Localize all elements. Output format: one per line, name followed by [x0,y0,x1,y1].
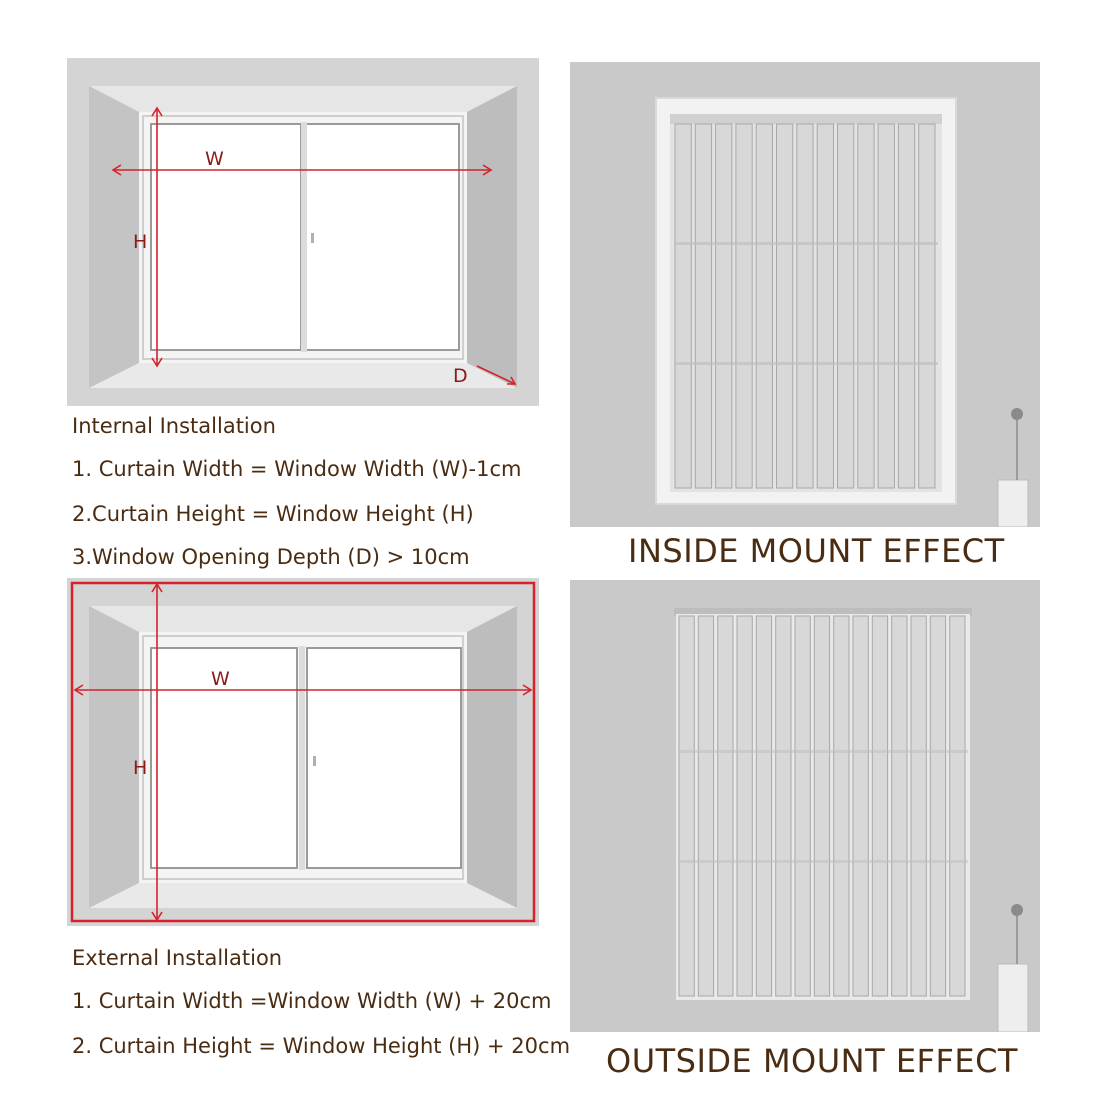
internal-height-label: H [133,231,147,253]
blind-slat [775,615,792,997]
internal-depth-label: D [453,365,468,387]
blind-slat [816,123,834,489]
external-line-1: 1. Curtain Width =Window Width (W) + 20c… [72,989,552,1013]
external-width-label: W [211,668,230,690]
external-line-2: 2. Curtain Height = Window Height (H) + … [72,1034,571,1058]
internal-line-2: 2.Curtain Height = Window Height (H) [72,502,474,526]
blind-slat [776,123,794,489]
outside-mount-photo [570,580,1040,1032]
blind-slat [852,615,869,997]
blind-slat [837,123,855,489]
internal-installation-title: Internal Installation [72,414,276,438]
external-height-label: H [133,757,147,779]
blind-slat [694,123,713,489]
blind-slat [871,615,889,997]
blind-slat [796,123,814,489]
internal-line-3: 3.Window Opening Depth (D) > 10cm [72,545,470,569]
blind-slat [674,123,692,489]
blind-slat [755,615,773,997]
inside-mount-photo [570,62,1040,527]
internal-width-label: W [205,148,224,170]
inside-mount-effect-title: INSIDE MOUNT EFFECT [628,532,1005,570]
blind-slat [736,615,753,997]
blind-slat [755,123,773,489]
outside-mount-effect-title: OUTSIDE MOUNT EFFECT [606,1042,1018,1080]
inside-vertical-slats [674,123,936,489]
blind-slat [891,615,908,997]
blind-slat [813,615,831,997]
blind-slat [715,123,733,489]
blind-slat [929,615,947,997]
external-installation-title: External Installation [72,946,283,970]
blind-slat [735,123,753,489]
blind-slat [910,615,927,997]
blind-slat [857,123,875,489]
blind-slat [794,615,811,997]
blind-slat [877,123,895,489]
internal-window-diagram: W H D [67,58,539,406]
blind-slat [949,615,966,997]
external-window-diagram: W H [67,578,539,926]
blind-slat [697,615,715,997]
blind-slat [678,615,695,997]
blind-slat [717,615,734,997]
blind-slat [918,123,936,489]
blind-slat [897,123,916,489]
outside-vertical-slats [678,615,966,997]
internal-line-1: 1. Curtain Width = Window Width (W)-1cm [72,457,522,481]
blind-slat [833,615,850,997]
